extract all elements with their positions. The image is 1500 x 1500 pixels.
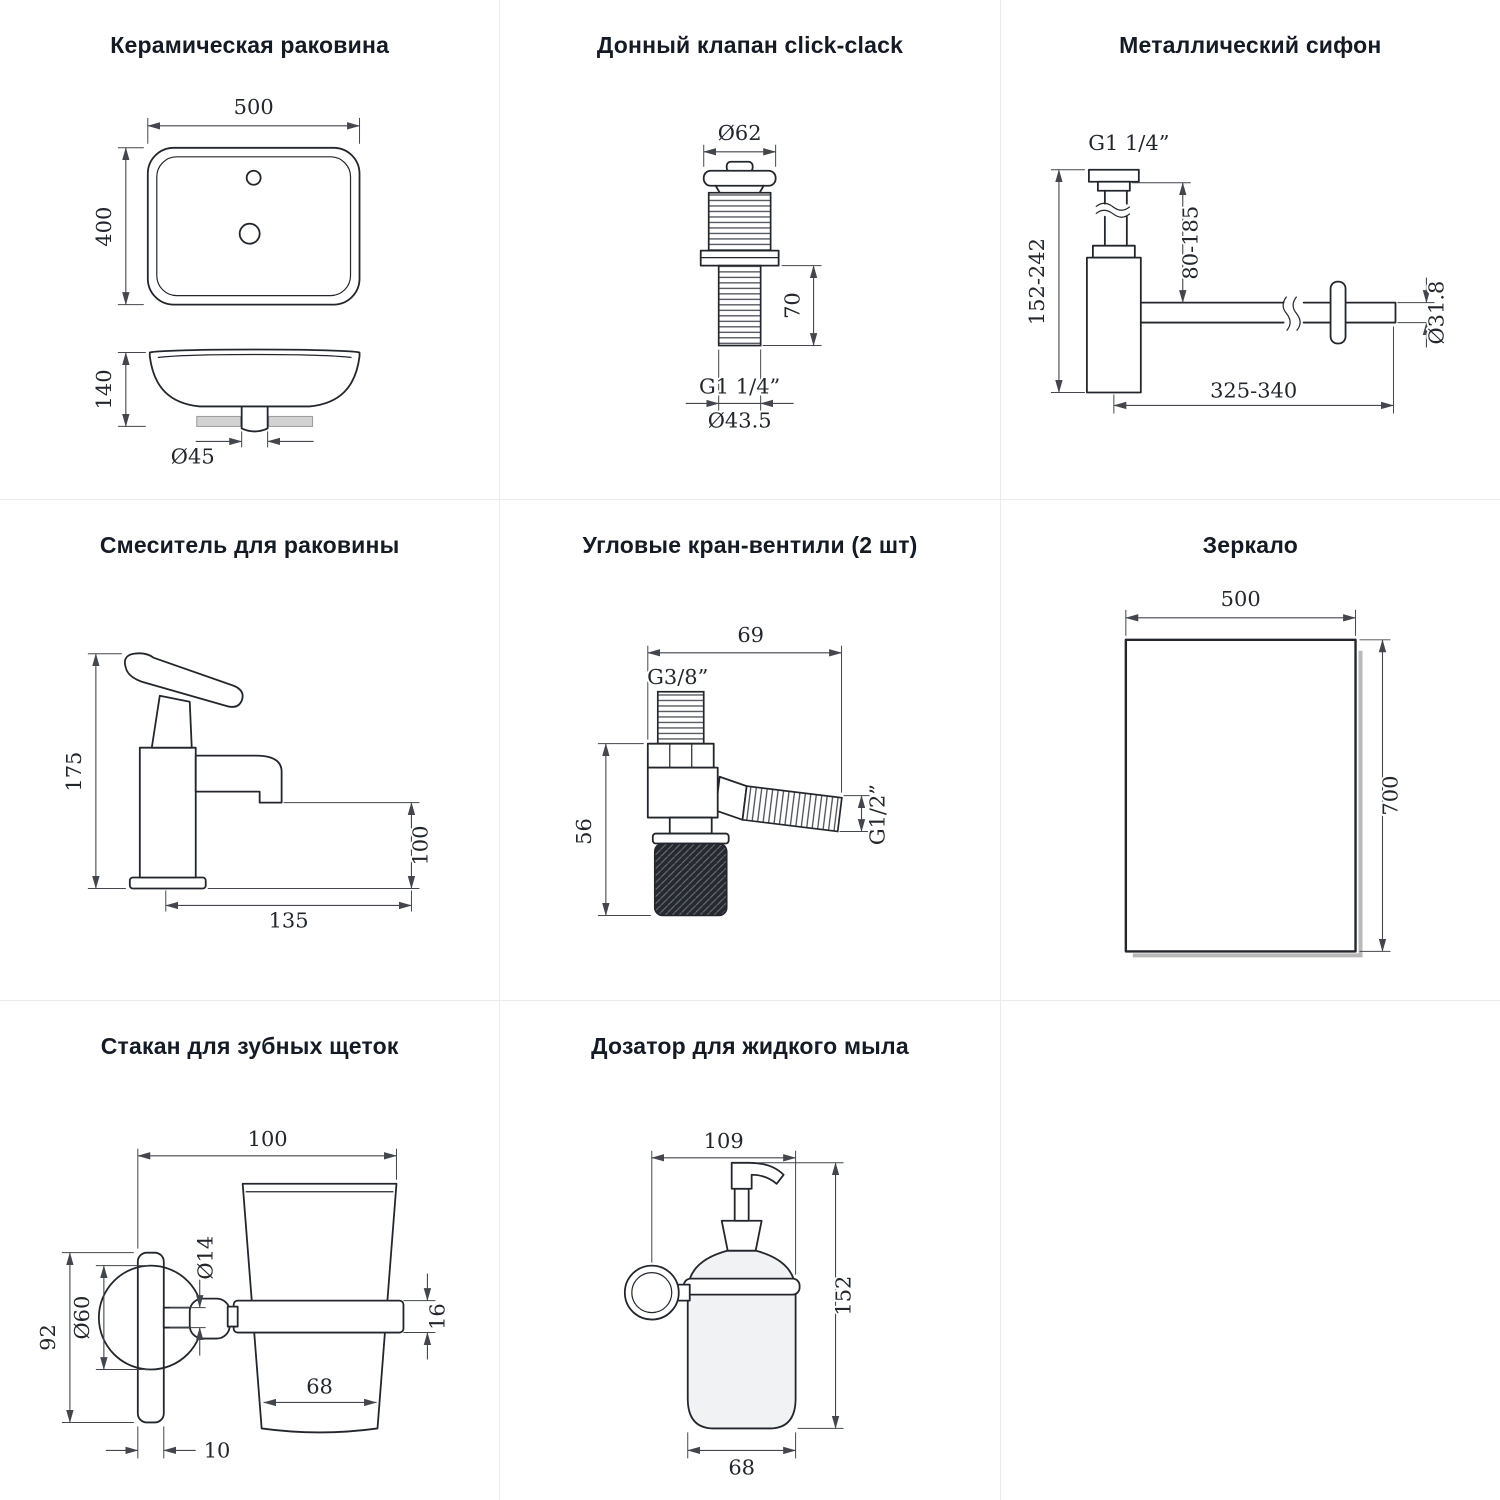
dim-tumbler-ring: 16 [425, 1303, 449, 1330]
tumbler-drawing: 100 92 Ø60 Ø14 16 68 10 [34, 1124, 451, 1464]
dim-tumbler-pin: Ø14 [194, 1235, 218, 1279]
panel-sink: Керамическая раковина 500 4 [0, 0, 500, 500]
panel-title-mixer: Смеситель для раковины [99, 532, 400, 559]
tumbler-body [97, 1182, 405, 1433]
panel-title-mirror: Зеркало [1202, 532, 1298, 559]
dim-sink-height: 140 [92, 369, 116, 409]
dim-dispenser-height: 152 [832, 1275, 856, 1315]
dispenser-drawing: 109 152 68 [624, 1126, 858, 1481]
panel-angle-valve: Угловые кран-вентили (2 шт) 69 G3/8” [500, 500, 1000, 1000]
sink-top-view [146, 146, 361, 306]
dispenser-body [624, 1161, 801, 1429]
dim-angle-outlet: G1/2” [866, 784, 890, 845]
dim-dispenser-body: 68 [729, 1455, 756, 1479]
sink-dimensions: 500 400 140 Ø45 [90, 93, 361, 470]
panel-title-sink: Керамическая раковина [110, 32, 390, 58]
panel-mixer: Смеситель для раковины 175 100 135 [0, 500, 500, 1000]
dim-tumbler-cup: 68 [306, 1374, 333, 1398]
dim-sink-drain: Ø45 [171, 444, 215, 468]
dim-angle-inlet: G3/8” [647, 665, 708, 689]
angle-valve-dimensions: 69 G3/8” 56 G1/2” [570, 621, 892, 917]
panel-title-drain-valve: Донный клапан click-clack [596, 32, 904, 58]
drain-valve-drawing: Ø62 70 G1 1/4” Ø43.5 [686, 119, 822, 434]
siphon-drawing: G1 1/4” 152-242 80-185 Ø31.8 325-340 [1023, 129, 1450, 414]
dim-tumbler-height: 92 [36, 1324, 60, 1351]
dim-angle-height: 56 [572, 819, 596, 846]
dim-dispenser-width: 109 [704, 1128, 744, 1152]
drain-valve-dimensions: Ø62 70 G1 1/4” Ø43.5 [686, 119, 822, 434]
panel-dispenser: Дозатор для жидкого мыла 109 152 [500, 1000, 1000, 1500]
panel-title-angle-valve: Угловые кран-вентили (2 шт) [582, 532, 918, 559]
mixer-dimensions: 175 100 135 [60, 653, 434, 935]
dim-tumbler-rosette: Ø60 [70, 1295, 94, 1339]
panel-empty [1000, 1000, 1500, 1500]
sink-side-view [148, 348, 361, 433]
angle-valve-body [647, 691, 844, 917]
panel-siphon: Металлический сифон G1 1/4” 152-242 [1000, 0, 1500, 500]
dim-valve-thread: G1 1/4” [699, 374, 780, 398]
dim-mixer-spout-height: 100 [408, 826, 432, 866]
dispenser-dimensions: 109 152 68 [651, 1126, 858, 1481]
dim-valve-cap: Ø62 [718, 121, 762, 145]
dim-angle-width: 69 [738, 623, 765, 647]
dim-valve-diameter: Ø43.5 [708, 408, 772, 432]
dim-mixer-height: 175 [62, 752, 86, 792]
panel-drain-valve: Донный клапан click-clack Ø62 70 [500, 0, 1000, 500]
siphon-body [1085, 168, 1397, 394]
dim-sink-width: 500 [234, 95, 274, 119]
dim-siphon-height-range: 152-242 [1025, 238, 1049, 325]
siphon-dimensions: G1 1/4” 152-242 80-185 Ø31.8 325-340 [1023, 129, 1450, 414]
tumbler-dimensions: 100 92 Ø60 Ø14 16 68 10 [34, 1124, 451, 1464]
panel-mirror: Зеркало 500 700 [1000, 500, 1500, 1000]
mirror-body [1124, 638, 1363, 958]
dim-mixer-reach: 135 [269, 909, 309, 933]
dim-siphon-inlet-range: 80-185 [1178, 206, 1202, 280]
drain-valve-body [700, 160, 780, 347]
mirror-dimensions: 500 700 [1124, 585, 1404, 953]
panel-title-dispenser: Дозатор для жидкого мыла [591, 1032, 909, 1059]
dim-valve-length: 70 [781, 292, 805, 319]
panel-title-tumbler: Стакан для зубных щеток [100, 1032, 399, 1059]
panel-title-siphon: Металлический сифон [1119, 32, 1382, 58]
mirror-drawing: 500 700 [1124, 585, 1404, 958]
dim-sink-depth: 400 [92, 207, 116, 247]
mixer-drawing: 175 100 135 [60, 652, 434, 935]
dim-siphon-pipe: Ø31.8 [1424, 281, 1448, 345]
dim-siphon-thread: G1 1/4” [1088, 131, 1169, 155]
dim-tumbler-plate: 10 [204, 1438, 231, 1462]
dim-siphon-reach: 325-340 [1210, 378, 1297, 402]
panel-tumbler: Стакан для зубных щеток 100 92 [0, 1000, 500, 1500]
dim-mirror-height: 700 [1378, 776, 1402, 816]
dim-mirror-width: 500 [1220, 587, 1260, 611]
sink-drawing: 500 400 140 Ø45 [90, 93, 361, 470]
angle-valve-drawing: 69 G3/8” 56 G1/2” [570, 621, 892, 917]
mixer-body [123, 652, 283, 890]
dim-tumbler-width: 100 [248, 1126, 288, 1150]
